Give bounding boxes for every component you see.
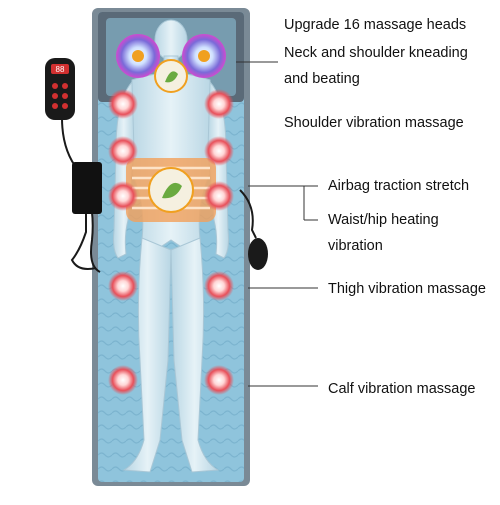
label-massage-heads: Upgrade 16 massage heads xyxy=(284,17,467,33)
massage-node-icon xyxy=(204,181,234,211)
massage-nodes xyxy=(108,89,234,395)
air-pump xyxy=(239,189,268,270)
heating-pad xyxy=(126,158,216,222)
massage-node-icon xyxy=(204,136,234,166)
massage-node-icon xyxy=(204,365,234,395)
control-box xyxy=(72,162,102,214)
label-neck-shoulder-kneading: Neck and shoulder kneading xyxy=(284,45,468,61)
leader-lines xyxy=(236,61,318,387)
massage-node-icon xyxy=(204,89,234,119)
neck-kneading-heads xyxy=(116,34,226,93)
label-airbag-traction: Airbag traction stretch xyxy=(328,178,470,194)
air-pump-bulb-icon xyxy=(248,238,268,270)
label-waist-hip-heating-cont: vibration xyxy=(328,238,383,254)
massage-node-icon xyxy=(108,181,138,211)
massage-node-icon xyxy=(108,271,138,301)
leaf-icon xyxy=(162,182,182,199)
label-waist-hip-heating: Waist/hip heating xyxy=(328,212,439,228)
remote-control: 88 xyxy=(45,58,102,273)
massage-node-icon xyxy=(108,89,138,119)
massage-node-icon xyxy=(108,136,138,166)
label-calf-vibration: Calf vibration massage xyxy=(328,381,476,397)
label-thigh-vibration: Thigh vibration massage xyxy=(328,281,486,297)
label-shoulder-vibration: Shoulder vibration massage xyxy=(284,115,464,131)
label-neck-shoulder-kneading-cont: and beating xyxy=(284,71,360,87)
massage-node-icon xyxy=(108,365,138,395)
remote-display: 88 xyxy=(56,65,65,74)
massage-node-icon xyxy=(204,271,234,301)
